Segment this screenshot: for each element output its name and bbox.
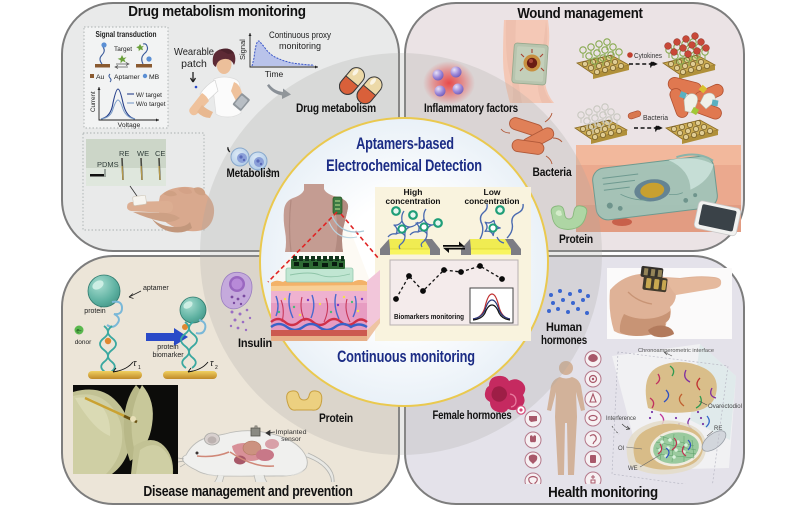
svg-text:Protein: Protein	[559, 234, 593, 246]
svg-text:MB: MB	[149, 74, 160, 81]
svg-text:RE: RE	[119, 149, 129, 158]
svg-text:CE: CE	[155, 149, 165, 158]
svg-text:Drug metabolism: Drug metabolism	[296, 101, 376, 115]
svg-text:Bacteria: Bacteria	[533, 167, 573, 179]
svg-text:protein: protein	[84, 308, 106, 315]
svg-text:Continuous proxy: Continuous proxy	[269, 30, 331, 41]
svg-text:τ: τ	[210, 358, 214, 368]
svg-text:1: 1	[138, 365, 141, 371]
svg-text:High: High	[404, 187, 423, 197]
svg-text:Metabolism: Metabolism	[227, 166, 280, 180]
svg-text:Signal: Signal	[238, 39, 247, 60]
svg-text:e-: e-	[76, 329, 81, 335]
svg-text:protein: protein	[157, 344, 179, 351]
svg-text:Female hormones: Female hormones	[433, 410, 512, 422]
svg-text:Bacteria: Bacteria	[643, 115, 668, 122]
svg-text:Low: Low	[484, 187, 501, 197]
svg-text:Human: Human	[546, 322, 582, 334]
svg-text:biomarker: biomarker	[152, 352, 184, 359]
svg-text:donor: donor	[75, 339, 92, 346]
svg-text:Biomarkers monitoring: Biomarkers monitoring	[394, 312, 464, 321]
svg-text:Current: Current	[90, 91, 97, 112]
svg-text:Aptamer: Aptamer	[114, 74, 140, 81]
svg-text:Au: Au	[96, 74, 105, 81]
svg-text:monitoring: monitoring	[279, 41, 321, 52]
svg-text:WE: WE	[137, 149, 149, 158]
svg-text:W/o target: W/o target	[136, 101, 166, 108]
svg-text:RE: RE	[714, 426, 722, 432]
svg-text:Chronoamperometric interface: Chronoamperometric interface	[638, 348, 714, 354]
svg-text:Implanted: Implanted	[276, 429, 307, 436]
svg-text:2: 2	[215, 365, 218, 371]
svg-text:OI: OI	[618, 446, 625, 452]
svg-text:concentration: concentration	[386, 196, 441, 206]
svg-text:PDMS: PDMS	[97, 160, 119, 169]
svg-text:Insulin: Insulin	[238, 338, 272, 350]
svg-text:W/ target: W/ target	[136, 92, 162, 99]
svg-text:aptamer: aptamer	[143, 285, 169, 292]
svg-text:Ovarectodiol: Ovarectodiol	[708, 404, 742, 410]
svg-text:patch: patch	[181, 58, 207, 70]
svg-text:Inflammatory factors: Inflammatory factors	[424, 103, 518, 115]
svg-text:sensor: sensor	[281, 436, 301, 443]
svg-text:Time: Time	[265, 69, 284, 79]
svg-text:τ: τ	[133, 358, 137, 368]
svg-text:WE: WE	[628, 466, 638, 472]
svg-text:Cytokines: Cytokines	[634, 53, 662, 60]
svg-text:hormones: hormones	[541, 335, 587, 347]
svg-text:concentration: concentration	[465, 196, 520, 206]
svg-text:Protein: Protein	[319, 413, 353, 425]
svg-text:Voltage: Voltage	[118, 122, 141, 129]
svg-text:Signal transduction: Signal transduction	[96, 30, 157, 39]
svg-text:Target: Target	[114, 46, 132, 53]
svg-text:Wearable: Wearable	[174, 46, 214, 58]
svg-text:Interference: Interference	[606, 416, 637, 422]
